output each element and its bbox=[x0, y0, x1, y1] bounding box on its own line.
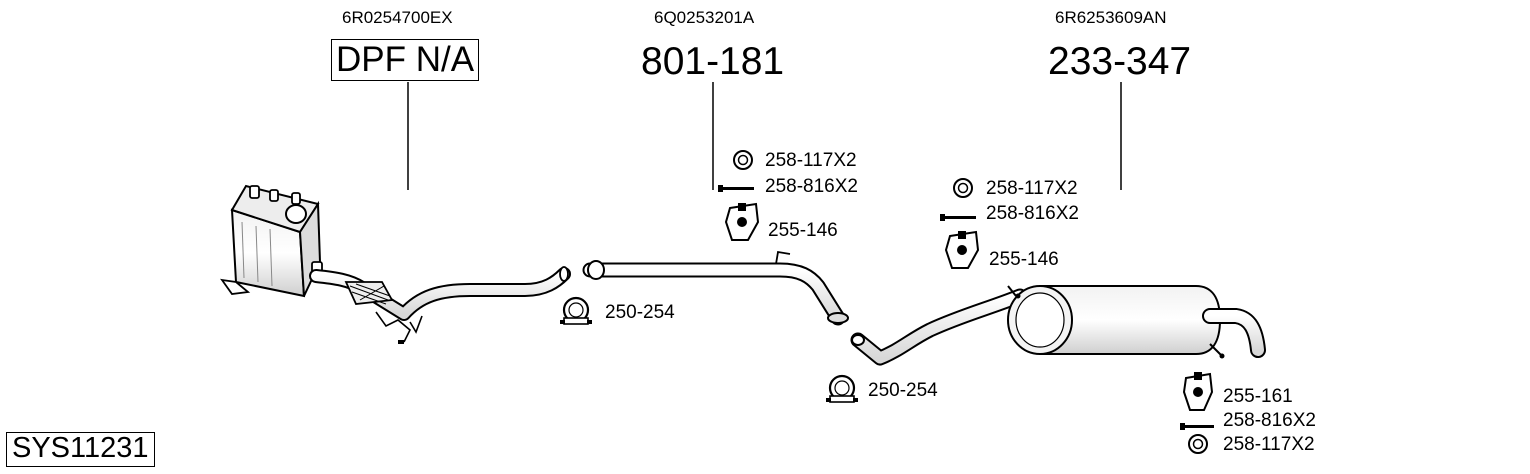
dpf-catalyst-icon bbox=[220, 184, 323, 298]
rubber-ring-icon bbox=[953, 178, 973, 198]
part-number-rear-silencer: 233-347 bbox=[1048, 40, 1192, 83]
fitting-label: 258-117X2 bbox=[1223, 434, 1315, 455]
fitting-label: 255-146 bbox=[768, 220, 838, 241]
bolt-icon bbox=[940, 214, 976, 221]
rear-silencer-icon bbox=[850, 285, 1266, 366]
clamp-icon bbox=[826, 374, 858, 403]
part-number-middle-pipe: 801-181 bbox=[641, 40, 785, 83]
oem-number-middle-pipe: 6Q0253201A bbox=[654, 8, 755, 27]
system-code: SYS11231 bbox=[6, 432, 155, 467]
fitting-label: 250-254 bbox=[868, 380, 938, 401]
fitting-label: 258-117X2 bbox=[765, 150, 857, 171]
hanger-icon bbox=[944, 230, 980, 269]
part-number-dpf: DPF N/A bbox=[331, 39, 480, 81]
hanger-icon bbox=[724, 202, 760, 241]
clamp-icon bbox=[560, 296, 592, 325]
front-pipe-icon bbox=[309, 266, 571, 344]
rubber-ring-icon bbox=[733, 150, 753, 170]
fitting-label: 258-117X2 bbox=[986, 178, 1078, 199]
hanger-icon bbox=[1182, 372, 1214, 411]
fitting-label: 255-161 bbox=[1223, 386, 1293, 407]
fitting-label: 258-816X2 bbox=[1223, 410, 1316, 431]
oem-number-rear-silencer: 6R6253609AN bbox=[1055, 8, 1167, 27]
middle-pipe-icon bbox=[582, 250, 849, 326]
bolt-icon bbox=[1180, 423, 1214, 430]
rubber-ring-icon bbox=[1188, 434, 1208, 454]
bolt-icon bbox=[718, 185, 754, 192]
fitting-label: 258-816X2 bbox=[765, 176, 858, 197]
fitting-label: 258-816X2 bbox=[986, 203, 1079, 224]
fitting-label: 250-254 bbox=[605, 302, 675, 323]
fitting-label: 255-146 bbox=[989, 249, 1059, 270]
oem-number-dpf: 6R0254700EX bbox=[342, 8, 453, 27]
